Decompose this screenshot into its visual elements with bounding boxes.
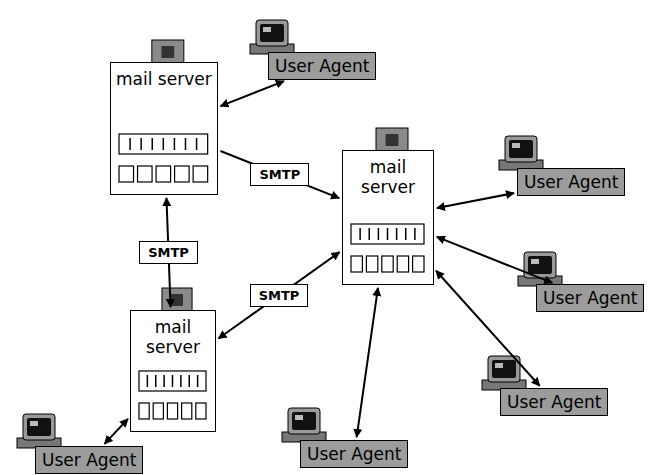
protocol-label: SMTP	[250, 163, 309, 186]
smtp-link	[218, 252, 339, 338]
access-link	[357, 288, 378, 437]
mail-server: mail server	[110, 62, 218, 195]
protocol-label: SMTP	[250, 284, 309, 307]
server-tower	[376, 128, 408, 151]
user-agent: User Agent	[536, 284, 644, 312]
user-agent: User Agent	[500, 388, 608, 416]
server-slots	[131, 367, 214, 431]
computer-icon	[518, 252, 562, 286]
server-slots	[111, 130, 216, 194]
mail-server: mail server	[130, 310, 216, 432]
access-link	[437, 193, 514, 208]
access-link	[220, 81, 284, 106]
computer-icon	[250, 20, 294, 54]
node-text: User Agent	[42, 449, 136, 471]
node-text: User Agent	[507, 391, 601, 413]
mail-server: mail server	[342, 150, 434, 285]
node-text: mail server	[131, 317, 215, 357]
access-link	[437, 237, 552, 283]
node-text: mail server	[111, 69, 217, 89]
node-text: User Agent	[275, 55, 369, 77]
computer-icon	[482, 356, 526, 390]
computer-icon	[17, 414, 61, 448]
protocol-label: SMTP	[139, 241, 198, 264]
server-tower	[162, 288, 192, 311]
computer-icon	[282, 408, 326, 442]
server-slots	[343, 220, 432, 284]
access-link	[104, 419, 127, 444]
user-agent: User Agent	[300, 440, 408, 468]
user-agent: User Agent	[268, 52, 376, 80]
user-agent: User Agent	[517, 168, 625, 196]
computer-icon	[499, 136, 543, 170]
smtp-link	[220, 151, 339, 198]
access-link	[436, 271, 540, 386]
node-text: mail server	[343, 157, 433, 197]
node-text: User Agent	[543, 287, 637, 309]
node-text: User Agent	[524, 171, 618, 193]
server-tower	[152, 40, 184, 63]
user-agent: User Agent	[35, 446, 143, 474]
node-text: User Agent	[307, 443, 401, 465]
